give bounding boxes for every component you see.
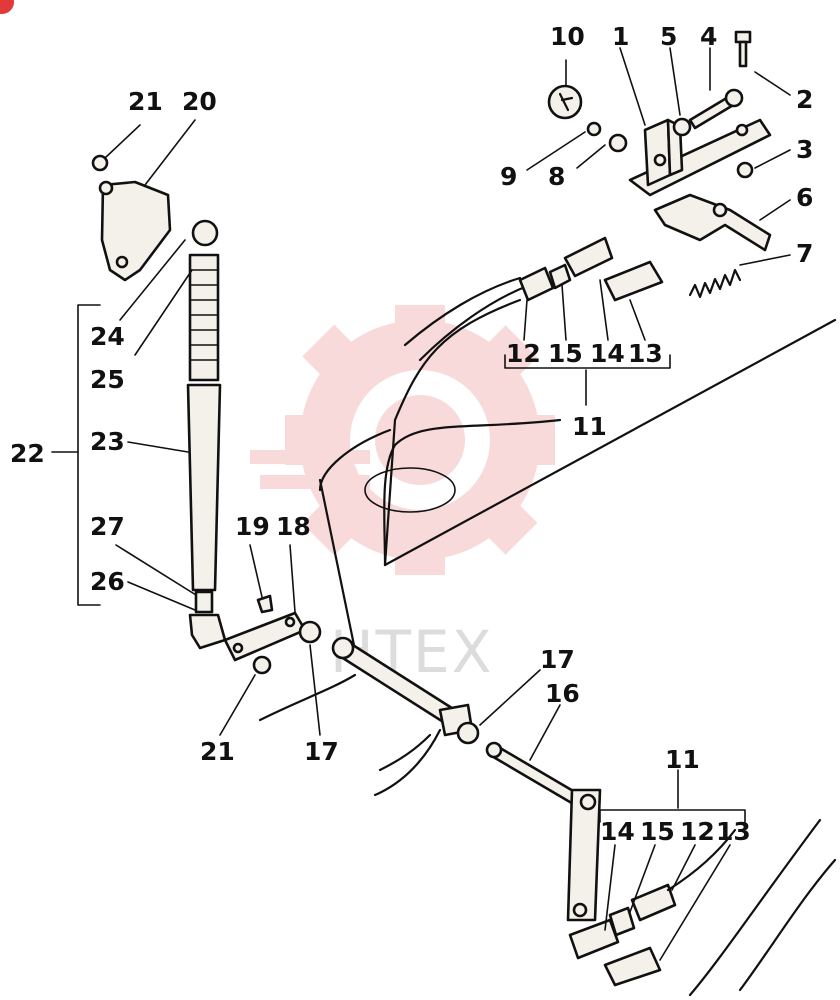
nut-3 bbox=[736, 161, 754, 179]
spring-7 bbox=[688, 268, 742, 299]
callout-13-bottom: 13 bbox=[716, 817, 751, 846]
pivot-bracket bbox=[628, 118, 772, 197]
bushing-17-left bbox=[298, 620, 322, 644]
nut-21-bottom bbox=[252, 655, 272, 675]
callout-15-bottom: 15 bbox=[640, 817, 675, 846]
callout-13-top: 13 bbox=[628, 339, 663, 368]
washer-5 bbox=[672, 117, 692, 137]
callout-8: 8 bbox=[548, 162, 565, 191]
clip-19 bbox=[256, 594, 274, 614]
clip-10 bbox=[547, 84, 583, 120]
callout-17-mid: 17 bbox=[304, 737, 339, 766]
callout-5: 5 bbox=[660, 22, 677, 51]
callout-19: 19 bbox=[235, 512, 270, 541]
gas-strut bbox=[98, 180, 227, 650]
callout-12-top: 12 bbox=[506, 339, 541, 368]
callout-26: 26 bbox=[90, 567, 125, 596]
callout-6: 6 bbox=[796, 183, 813, 212]
bolt-4 bbox=[688, 88, 744, 130]
callout-3: 3 bbox=[796, 135, 813, 164]
callout-9: 9 bbox=[500, 162, 517, 191]
callout-1: 1 bbox=[612, 22, 629, 51]
lever-6 bbox=[653, 193, 772, 252]
callout-17-right: 17 bbox=[540, 645, 575, 674]
callout-10: 10 bbox=[550, 22, 585, 51]
callout-7: 7 bbox=[796, 239, 813, 268]
bushing-8 bbox=[608, 133, 628, 153]
callout-21-top: 21 bbox=[128, 87, 163, 116]
callout-27: 27 bbox=[90, 512, 125, 541]
callout-11-bottom: 11 bbox=[665, 745, 700, 774]
callout-11-top: 11 bbox=[572, 412, 607, 441]
callout-20: 20 bbox=[182, 87, 217, 116]
leader-lines bbox=[51, 47, 791, 961]
callout-2: 2 bbox=[796, 85, 813, 114]
callout-12-bottom: 12 bbox=[680, 817, 715, 846]
callout-labels: 10 1 5 4 2 3 6 7 9 8 12 15 14 13 11 21 2… bbox=[10, 22, 813, 846]
callout-15-top: 15 bbox=[548, 339, 583, 368]
link-18 bbox=[223, 611, 307, 662]
callout-16: 16 bbox=[545, 679, 580, 708]
watermark-gear bbox=[250, 305, 555, 575]
cable-bottom bbox=[568, 828, 737, 987]
callout-24: 24 bbox=[90, 322, 125, 351]
callout-21-bottom: 21 bbox=[200, 737, 235, 766]
callout-18: 18 bbox=[276, 512, 311, 541]
callout-22: 22 bbox=[10, 439, 45, 468]
cross-shaft bbox=[331, 636, 602, 922]
callout-4: 4 bbox=[700, 22, 717, 51]
washer-9 bbox=[586, 121, 602, 137]
callout-23: 23 bbox=[90, 427, 125, 456]
callout-14-bottom: 14 bbox=[600, 817, 635, 846]
nut-21-top bbox=[91, 154, 109, 172]
bolt-2 bbox=[734, 30, 752, 68]
corner-mark bbox=[0, 0, 14, 14]
cable-top bbox=[403, 236, 664, 362]
body-outline bbox=[258, 298, 837, 997]
callout-25: 25 bbox=[90, 365, 125, 394]
callout-14-top: 14 bbox=[590, 339, 625, 368]
